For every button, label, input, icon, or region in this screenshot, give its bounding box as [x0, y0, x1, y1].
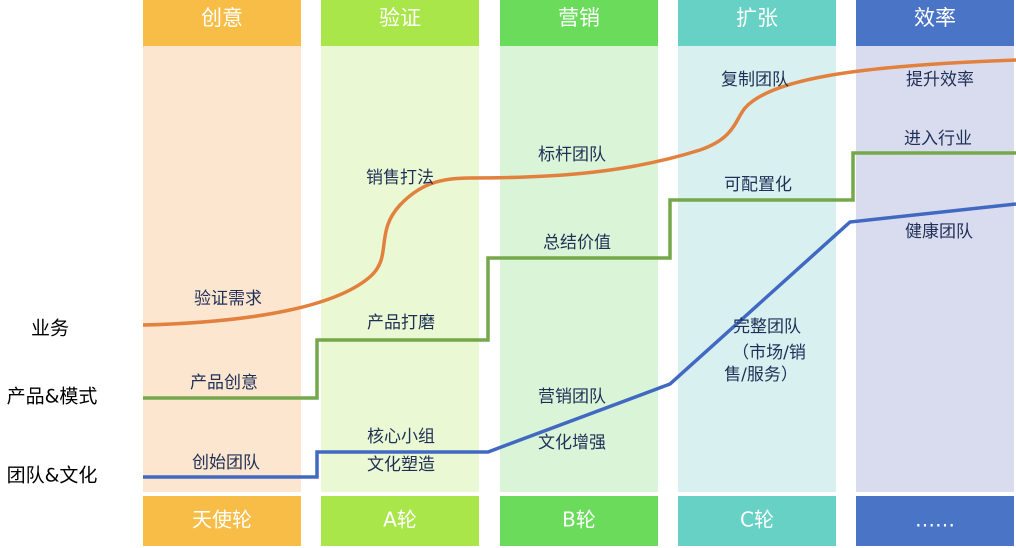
stage-header-label: 效率	[914, 6, 956, 30]
team-milestone-label: 完整团队	[733, 317, 801, 337]
team-milestone-label: 文化增强	[538, 433, 606, 453]
stage-header-label: 验证	[379, 6, 421, 30]
stage-header-label: 营销	[558, 6, 600, 30]
business-milestone-label: 验证需求	[194, 289, 262, 309]
stage-header	[678, 0, 836, 46]
team-line	[143, 202, 1016, 479]
business-milestone-label: 销售打法	[366, 168, 434, 188]
stage-body	[856, 46, 1014, 492]
stage-body	[678, 46, 836, 492]
product-milestone-label: 进入行业	[904, 129, 972, 149]
row-label-team: 团队&文化	[7, 465, 98, 487]
team-milestone-label: 核心小组	[367, 427, 435, 447]
stage-header	[321, 0, 479, 46]
row-label-product: 产品&模式	[7, 386, 98, 408]
funding-round-box	[143, 496, 301, 546]
funding-round-label: A轮	[383, 508, 417, 532]
funding-round-label: ……	[915, 508, 955, 532]
product-milestone-label: 产品创意	[190, 373, 258, 393]
business-milestone-label: 标杆团队	[538, 145, 606, 165]
stage-header-label: 创意	[201, 6, 243, 30]
stage-header	[143, 0, 301, 46]
business-milestone-label: 提升效率	[906, 70, 974, 90]
product-line	[143, 151, 1016, 400]
stage-column: 扩张 C轮	[678, 0, 836, 546]
funding-round-box	[321, 496, 479, 546]
funding-round-box	[856, 496, 1014, 546]
team-milestone-label: （市场/销	[732, 343, 806, 363]
product-milestone-label: 总结价值	[543, 233, 611, 253]
funding-round-label: C轮	[740, 508, 774, 532]
team-milestone-label: 创始团队	[192, 453, 260, 473]
funding-round-label: 天使轮	[192, 508, 252, 532]
team-milestone-label: 健康团队	[905, 222, 973, 242]
stage-body	[321, 46, 479, 492]
stage-column: 效率 ……	[856, 0, 1014, 546]
funding-round-box	[500, 496, 658, 546]
team-milestone-label: 营销团队	[538, 387, 606, 407]
product-milestone-label: 可配置化	[724, 175, 792, 195]
product-milestone-label: 产品打磨	[367, 313, 435, 333]
funding-round-box	[678, 496, 836, 546]
stage-column: 营销 B轮	[500, 0, 658, 546]
stage-header-label: 扩张	[736, 6, 778, 30]
stage-body	[500, 46, 658, 492]
team-milestone-label: 售/服务）	[724, 365, 798, 385]
stage-column: 验证 A轮	[321, 0, 479, 546]
funding-round-label: B轮	[562, 508, 596, 532]
stage-body	[143, 46, 301, 492]
stage-header	[500, 0, 658, 46]
stage-header	[856, 0, 1014, 46]
team-milestone-label: 文化塑造	[367, 455, 435, 475]
row-label-business: 业务	[31, 318, 69, 340]
business-milestone-label: 复制团队	[721, 70, 789, 90]
business-line	[142, 58, 1016, 327]
